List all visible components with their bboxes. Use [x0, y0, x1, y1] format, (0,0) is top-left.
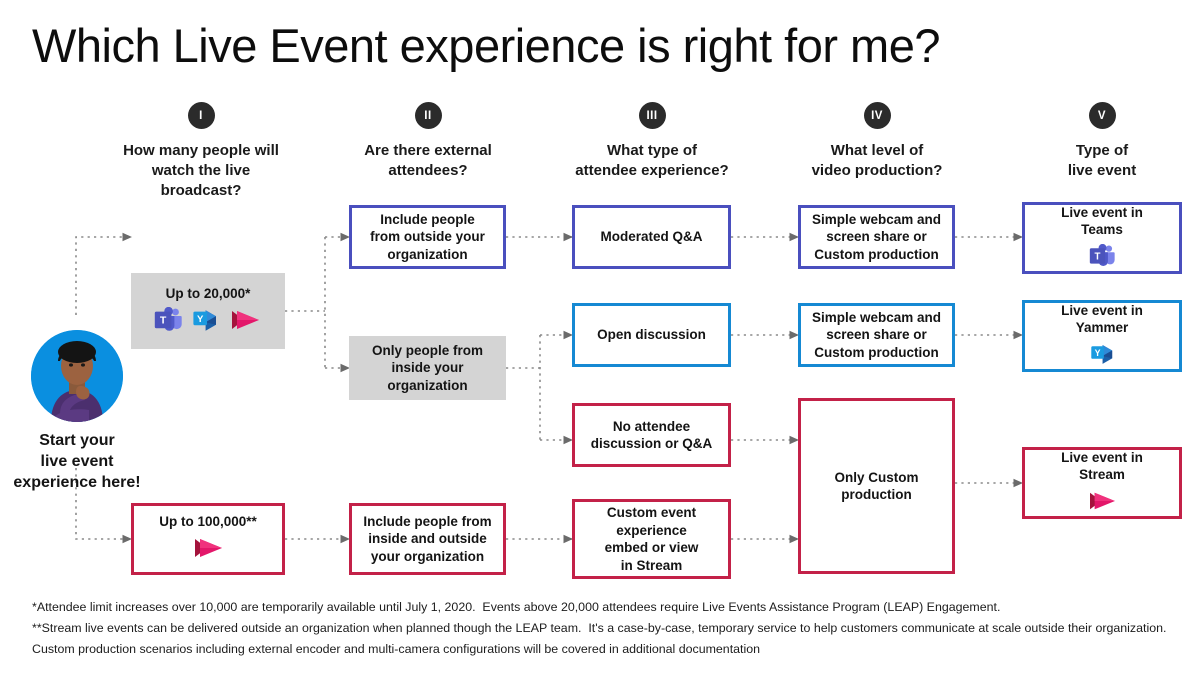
node-label: Open discussion: [597, 327, 706, 343]
column-question: Are there external attendees?: [364, 142, 492, 179]
start-label: Start your live event experience here!: [13, 432, 141, 491]
column-header-4: IV What level of video production?: [797, 102, 957, 181]
node-label: Include people from outside your organiz…: [370, 211, 485, 262]
product-icons: [1084, 489, 1120, 518]
node-label: Live event in Teams: [1061, 204, 1143, 238]
stream-icon: [228, 307, 262, 338]
node-output-teams[interactable]: Live event in Teams T: [1022, 202, 1182, 274]
column-question: What level of video production?: [811, 142, 943, 179]
node-experience-moderated-qa[interactable]: Moderated Q&A: [572, 205, 731, 269]
column-numeral: I: [187, 102, 215, 129]
node-experience-no-discussion[interactable]: No attendee discussion or Q&A: [572, 403, 731, 467]
node-label: Custom event experience embed or view in…: [604, 505, 699, 573]
node-production-simple-a[interactable]: Simple webcam and screen share or Custom…: [798, 205, 955, 269]
column-header-2: II Are there external attendees?: [348, 102, 508, 181]
node-external-both[interactable]: Include people from inside and outside y…: [349, 503, 506, 575]
column-numeral: V: [1088, 102, 1116, 129]
node-label: Up to 100,000**: [159, 513, 257, 529]
node-label: Only Custom production: [834, 469, 919, 503]
column-question: How many people will watch the live broa…: [123, 142, 279, 199]
stream-icon: [188, 535, 228, 566]
footnote-1: *Attendee limit increases over 10,000 ar…: [32, 600, 1001, 614]
node-output-yammer[interactable]: Live event in Yammer Y: [1022, 300, 1182, 372]
node-label: Moderated Q&A: [600, 229, 703, 245]
node-label: Only people from inside your organizatio…: [371, 342, 483, 393]
node-output-stream[interactable]: Live event in Stream: [1022, 447, 1182, 519]
stream-icon: [1084, 489, 1120, 518]
node-label: No attendee discussion or Q&A: [590, 418, 713, 452]
node-production-custom-only[interactable]: Only Custom production: [798, 398, 955, 574]
product-icons: T: [1087, 243, 1117, 273]
product-icons: [188, 535, 228, 566]
column-numeral: IV: [863, 102, 891, 129]
column-header-3: III What type of attendee experience?: [572, 102, 732, 181]
column-question: Type of live event: [1067, 142, 1137, 179]
node-external-no[interactable]: Only people from inside your organizatio…: [349, 336, 506, 400]
node-capacity-100k[interactable]: Up to 100,000**: [131, 503, 285, 575]
node-external-yes[interactable]: Include people from outside your organiz…: [349, 205, 506, 269]
svg-text:T: T: [1095, 251, 1101, 262]
node-label: Live event in Stream: [1061, 449, 1143, 483]
node-capacity-20k[interactable]: Up to 20,000* T Y: [131, 273, 285, 349]
yammer-icon: Y: [1087, 342, 1117, 371]
svg-text:Y: Y: [1095, 348, 1101, 358]
node-experience-custom-embed[interactable]: Custom event experience embed or view in…: [572, 499, 731, 579]
node-label: Simple webcam and screen share or Custom…: [811, 309, 942, 360]
node-experience-open-discussion[interactable]: Open discussion: [572, 303, 731, 367]
person-thinking-avatar: [31, 330, 123, 422]
teams-icon: T: [154, 306, 182, 338]
column-header-1: I How many people will watch the live br…: [121, 102, 281, 201]
node-label: Include people from inside and outside y…: [363, 513, 492, 564]
page-title: Which Live Event experience is right for…: [32, 19, 940, 72]
footnote-3: Custom production scenarios including ex…: [32, 642, 761, 656]
node-production-simple-b[interactable]: Simple webcam and screen share or Custom…: [798, 303, 955, 367]
footnote-2: **Stream live events can be delivered ou…: [32, 621, 1167, 635]
node-label: Simple webcam and screen share or Custom…: [811, 211, 942, 262]
node-label: Up to 20,000*: [165, 285, 251, 301]
start-block: Start your live event experience here!: [2, 330, 152, 493]
column-header-5: V Type of live event: [1022, 102, 1182, 181]
yammer-icon: Y: [191, 307, 219, 338]
column-numeral: III: [638, 102, 666, 129]
svg-text:Y: Y: [197, 314, 204, 325]
product-icons: T Y: [154, 306, 262, 338]
column-question: What type of attendee experience?: [575, 142, 729, 179]
footnotes: *Attendee limit increases over 10,000 ar…: [32, 597, 1177, 660]
node-label: Live event in Yammer: [1061, 302, 1143, 336]
teams-icon: T: [1087, 243, 1117, 273]
svg-text:T: T: [160, 315, 167, 327]
product-icons: Y: [1087, 342, 1117, 371]
column-numeral: II: [414, 102, 442, 129]
